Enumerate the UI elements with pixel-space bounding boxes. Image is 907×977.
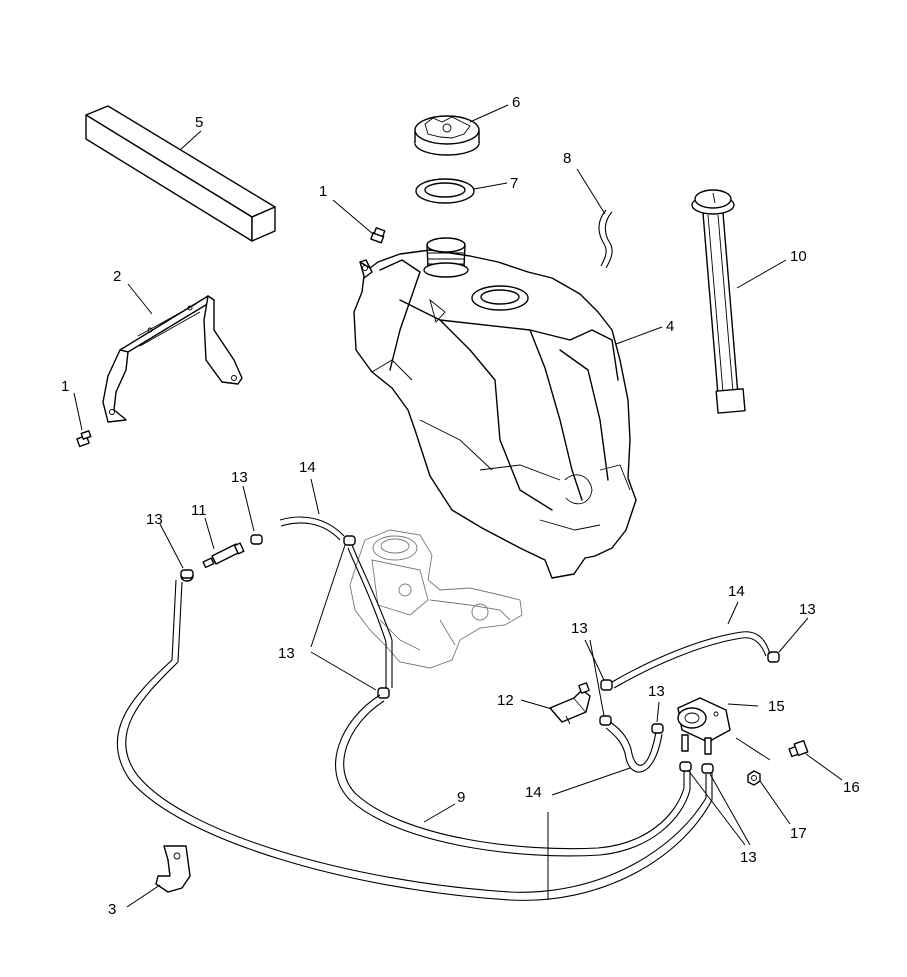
callout-1-upper: 1 xyxy=(319,183,327,200)
part-4-fuel-tank xyxy=(353,237,637,579)
callout-6: 6 xyxy=(512,94,520,111)
part-12-fuel-tee xyxy=(549,682,591,725)
part-13-clamps xyxy=(180,534,780,774)
callout-14-short: 14 xyxy=(299,459,316,476)
callout-15: 15 xyxy=(768,698,785,715)
callout-11: 11 xyxy=(191,502,207,519)
part-6-fuel-cap xyxy=(414,115,480,156)
callout-labels: 5 6 7 8 1 10 4 2 1 13 11 13 14 13 13 13 … xyxy=(61,94,860,918)
part-16-bolt xyxy=(788,739,809,758)
callout-8: 8 xyxy=(563,150,571,167)
callout-7: 7 xyxy=(510,175,518,192)
callout-10: 10 xyxy=(790,248,807,265)
leader-lines xyxy=(73,104,843,908)
callout-13-filter-right: 13 xyxy=(231,469,248,486)
callout-12: 12 xyxy=(497,692,514,709)
part-5-foam-block xyxy=(85,105,276,242)
callout-14-upper-right: 14 xyxy=(728,583,745,600)
callout-13-pump-inlet: 13 xyxy=(648,683,665,700)
callout-9: 9 xyxy=(457,789,465,806)
hoses xyxy=(116,516,771,901)
callout-13-pump-outlets: 13 xyxy=(740,849,757,866)
part-3-clamp xyxy=(155,845,191,893)
callout-5: 5 xyxy=(195,114,203,131)
callout-14-lower: 14 xyxy=(525,784,542,801)
part-10-fuel-gauge xyxy=(691,189,746,414)
part-2-tank-bracket xyxy=(102,295,243,423)
callout-16: 16 xyxy=(843,779,860,796)
part-8-vent-hose xyxy=(598,209,613,269)
callout-3: 3 xyxy=(108,901,116,918)
part-7-gasket xyxy=(415,178,475,204)
carburetor-ghost-illustration xyxy=(349,529,523,669)
callout-2: 2 xyxy=(113,268,121,285)
part-15-fuel-pump xyxy=(677,697,731,755)
callout-13-upper-right: 13 xyxy=(799,601,816,618)
callout-17: 17 xyxy=(790,825,807,842)
callout-1-lower: 1 xyxy=(61,378,69,395)
part-11-fuel-filter xyxy=(202,542,245,569)
callout-13-filter-left: 13 xyxy=(146,511,163,528)
callout-13-carb: 13 xyxy=(278,645,295,662)
part-1-bolt-lower xyxy=(76,430,92,448)
part-1-bolt-upper xyxy=(370,227,386,244)
callout-4: 4 xyxy=(666,318,674,335)
callout-13-tee: 13 xyxy=(571,620,588,637)
part-17-nut xyxy=(747,770,761,786)
